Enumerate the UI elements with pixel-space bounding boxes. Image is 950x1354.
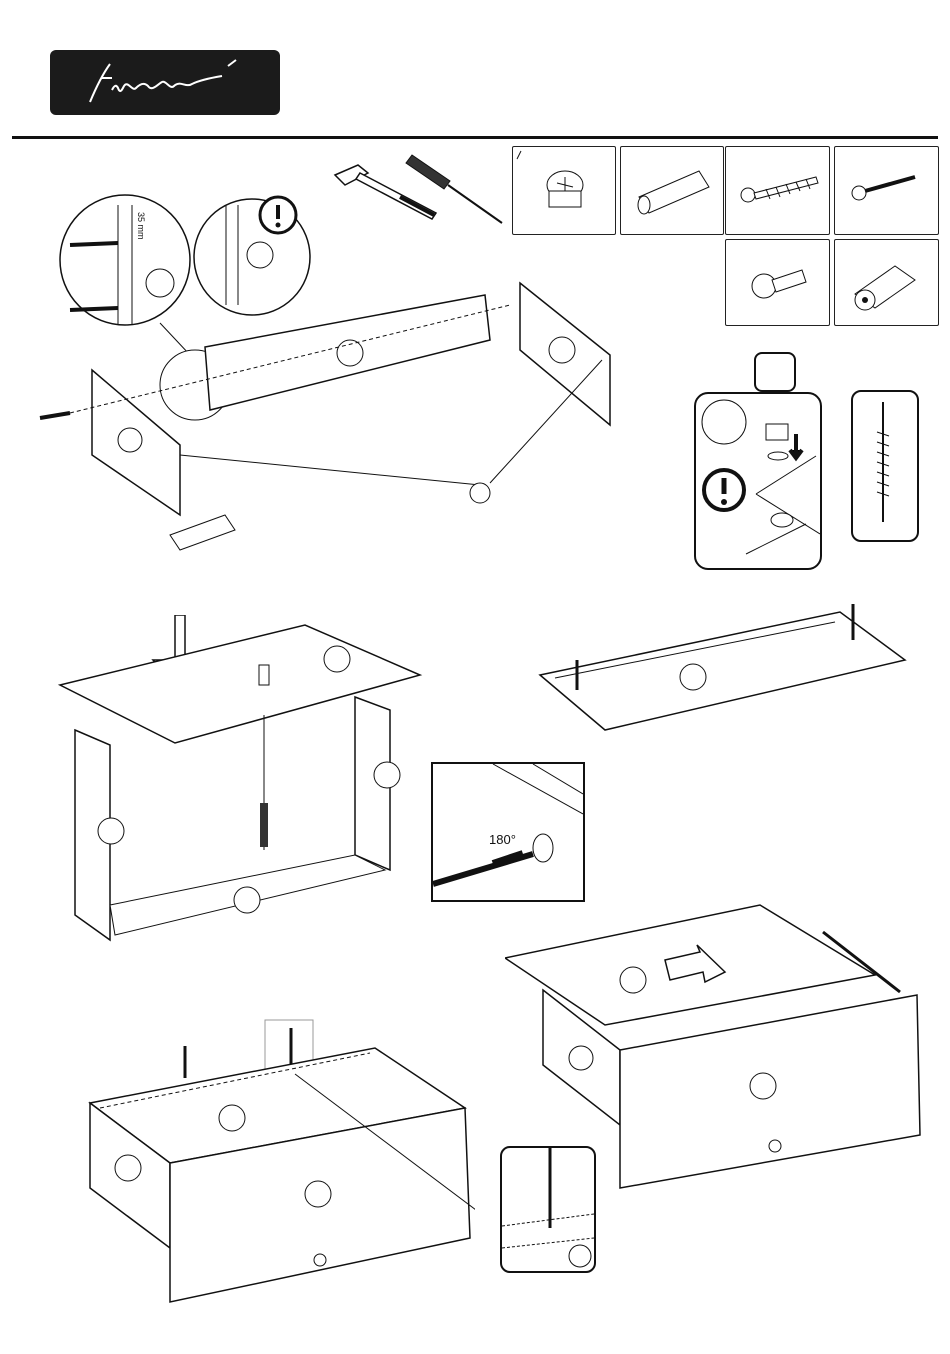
- header-rule: [12, 136, 938, 139]
- cam-lock-detail-illustration: [696, 394, 820, 568]
- detail-box-cam-lock: [694, 392, 822, 570]
- brand-logo: [50, 50, 280, 115]
- step-4-illustration: [85, 1018, 475, 1308]
- part-wood-screw: [834, 146, 939, 235]
- connector-bolt-icon: [726, 240, 829, 325]
- step-2-illustration: [55, 615, 435, 945]
- part-long-screw: [725, 146, 830, 235]
- exclamation-icon: [704, 470, 744, 510]
- screwdriver-icon: [260, 803, 268, 847]
- part-knob: [834, 239, 939, 326]
- detail-circle-drill: [60, 195, 190, 325]
- logo-signature: [50, 50, 280, 115]
- part-connector-bolt: [725, 239, 830, 326]
- step-1-illustration: [30, 185, 720, 565]
- drill-depth-label: 35 mm: [136, 212, 146, 240]
- exclamation-icon: [260, 197, 296, 233]
- step-3-illustration: [535, 600, 910, 735]
- screwing-detail-illustration: [853, 392, 917, 540]
- detail-box-screwing: [851, 390, 919, 542]
- long-screw-icon: [726, 147, 829, 234]
- detail-box-rotation: 180°: [431, 762, 585, 902]
- knob-icon: [835, 240, 938, 325]
- wood-screw-icon: [835, 147, 938, 234]
- tool-hint-box: [754, 352, 796, 392]
- cam-lock-icon: [470, 483, 490, 503]
- rotation-angle-label: 180°: [489, 832, 516, 847]
- step-5-illustration: [505, 900, 925, 1190]
